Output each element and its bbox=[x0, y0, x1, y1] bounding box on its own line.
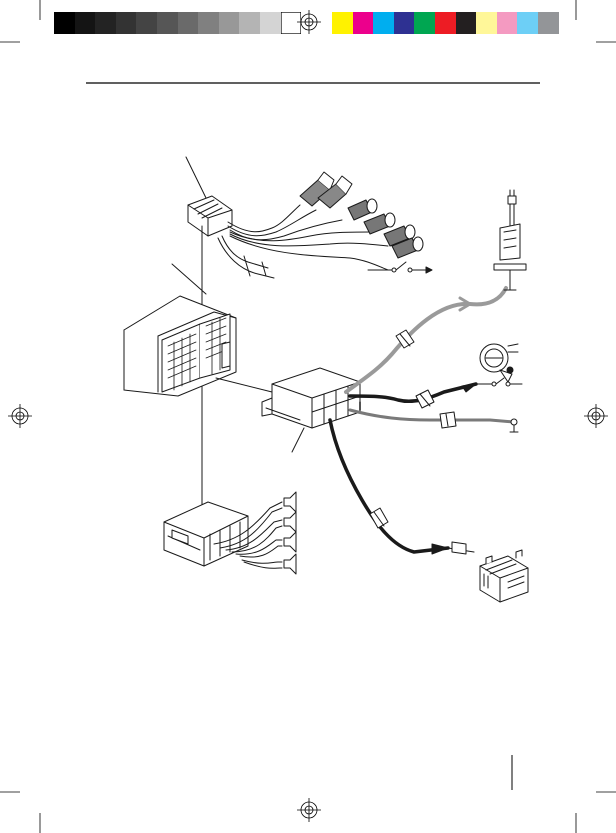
color-swatch bbox=[332, 12, 353, 34]
gray-swatch bbox=[115, 12, 137, 34]
color-swatch bbox=[393, 12, 415, 34]
gray-swatch bbox=[74, 12, 96, 34]
thin-lead-1 bbox=[221, 235, 269, 269]
gray-swatch bbox=[177, 12, 199, 34]
speaker-front-right bbox=[283, 511, 297, 533]
gray-swatch bbox=[198, 12, 219, 34]
iso-adapter-plug bbox=[187, 195, 233, 237]
ignition-cable-connector bbox=[415, 389, 435, 409]
gray-swatch bbox=[260, 12, 281, 34]
speaker-plug bbox=[163, 501, 249, 567]
color-swatch bbox=[435, 12, 456, 34]
rca-plug-3 bbox=[347, 198, 378, 221]
speaker-rear-left bbox=[283, 531, 297, 553]
color-swatch bbox=[414, 12, 435, 34]
leader-line-box bbox=[291, 427, 305, 453]
gray-swatch bbox=[280, 12, 302, 34]
ignition-switch bbox=[479, 343, 519, 383]
color-swatch bbox=[476, 12, 497, 34]
color-swatch bbox=[373, 12, 394, 34]
registration-mark-top bbox=[297, 10, 321, 34]
gray-swatch bbox=[136, 12, 157, 34]
rca-plug-2 bbox=[317, 175, 353, 209]
remote-lead bbox=[229, 235, 389, 271]
cable-bundle-upper bbox=[227, 204, 301, 233]
leader-line-adapter bbox=[185, 156, 208, 201]
ignition-cable bbox=[348, 382, 478, 404]
battery-cable-connector bbox=[369, 507, 389, 529]
guide-line-to-box bbox=[215, 377, 273, 393]
guide-line-diag bbox=[171, 263, 207, 295]
gray-swatch bbox=[54, 12, 75, 34]
rca-plug-5 bbox=[383, 224, 416, 247]
color-swatch bbox=[352, 12, 374, 34]
color-swatch bbox=[496, 12, 518, 34]
ground-cable-connector bbox=[439, 411, 457, 429]
antenna-cable bbox=[344, 286, 508, 394]
speaker-front-left bbox=[283, 491, 297, 513]
registration-mark-left bbox=[8, 404, 32, 428]
gray-swatch bbox=[218, 12, 240, 34]
battery-cable bbox=[328, 418, 450, 554]
gray-swatch bbox=[239, 12, 260, 34]
registration-mark-bottom bbox=[297, 798, 321, 822]
rca-plug-6 bbox=[391, 236, 424, 259]
speaker-rear-right bbox=[283, 553, 297, 575]
registration-mark-right bbox=[584, 404, 608, 428]
color-swatch bbox=[517, 12, 538, 34]
color-swatch bbox=[538, 12, 559, 34]
color-swatch bbox=[455, 12, 477, 34]
ground-cable bbox=[348, 408, 516, 424]
radio-rear-panel bbox=[123, 295, 237, 397]
rca-plug-1 bbox=[299, 171, 335, 207]
car-battery bbox=[479, 549, 529, 603]
power-antenna bbox=[493, 189, 527, 291]
connection-box bbox=[261, 367, 361, 429]
inline-fuse bbox=[451, 541, 467, 555]
speaker-wire-1 bbox=[213, 501, 283, 545]
remote-switch bbox=[367, 261, 433, 274]
antenna-cable-connector bbox=[395, 329, 415, 349]
gray-swatch bbox=[95, 12, 116, 34]
rca-plug-4 bbox=[363, 212, 396, 235]
gray-swatch bbox=[157, 12, 178, 34]
